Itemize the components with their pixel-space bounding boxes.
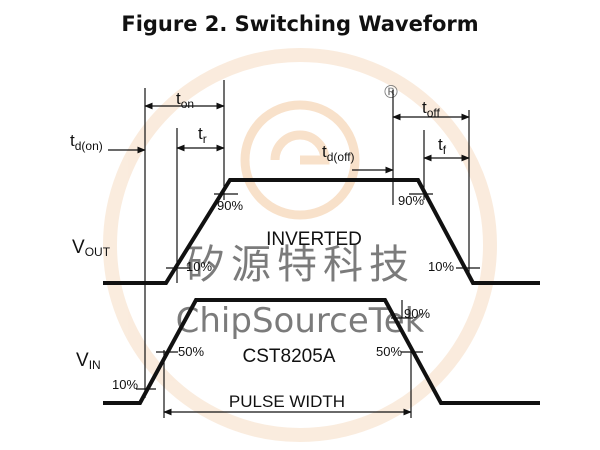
vin-waveform: [103, 298, 540, 405]
pulse-width-label: PULSE WIDTH: [229, 392, 345, 411]
t-don-label: td(on): [70, 131, 103, 153]
watermark-latin-text: ChipSourceTek: [176, 301, 425, 341]
vout-waveform: [103, 178, 540, 285]
vout-label: VOUT: [72, 237, 111, 259]
timing-arrows: [108, 102, 470, 416]
pct-50-left: 50%: [178, 344, 204, 359]
pct-10-vin: 10%: [112, 377, 138, 392]
t-off-label: toff: [422, 98, 441, 120]
reference-lines: [144, 80, 470, 418]
pct-90-vin: 90%: [404, 306, 430, 321]
level-ticks: [136, 193, 480, 390]
t-doff-label: td(off): [322, 142, 355, 164]
inverted-label: INVERTED: [266, 229, 362, 250]
pct-10-left: 10%: [186, 259, 212, 274]
pct-90-right: 90%: [398, 193, 424, 208]
t-r-label: tr: [198, 124, 207, 146]
pct-50-right: 50%: [376, 344, 402, 359]
t-on-label: ton: [176, 89, 194, 111]
part-number-label: CST8205A: [243, 346, 336, 367]
watermark-ring: [103, 48, 497, 442]
watermark: ® 矽源特科技 ChipSourceTek: [103, 48, 497, 442]
watermark-chinese-text: 矽源特科技: [185, 242, 415, 288]
pct-90-left: 90%: [217, 198, 243, 213]
t-f-label: tf: [438, 135, 447, 157]
figure-title: Figure 2. Switching Waveform: [121, 12, 479, 36]
registered-mark: ®: [382, 82, 400, 103]
pct-10-right: 10%: [428, 259, 454, 274]
watermark-logo-icon: [240, 100, 360, 220]
vin-label: VIN: [76, 350, 101, 372]
